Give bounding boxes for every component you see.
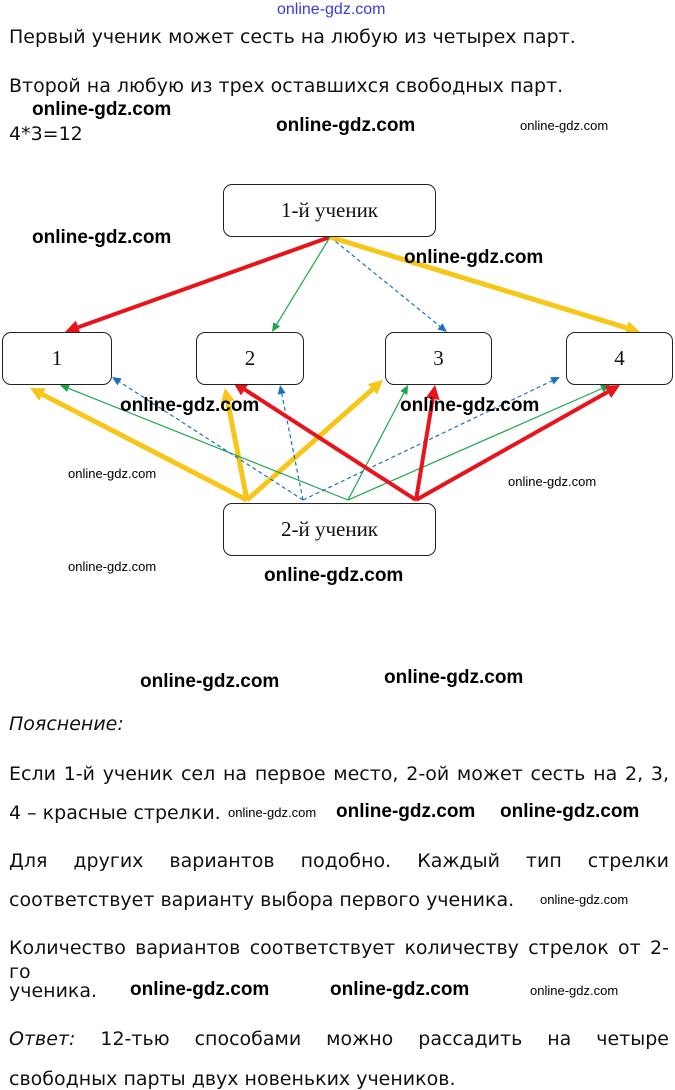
watermark: online-gdz.com bbox=[540, 892, 629, 907]
yellow-arrow-line bbox=[41, 392, 249, 503]
yellow-arrow-line bbox=[329, 234, 628, 331]
desk-3-node: 3 bbox=[385, 332, 492, 385]
blue-arrow-line bbox=[302, 380, 553, 501]
green-arrow-line bbox=[276, 236, 331, 325]
red-arrow-line bbox=[414, 398, 435, 501]
watermark: online-gdz.com bbox=[120, 395, 260, 416]
green-arrow-line bbox=[68, 387, 349, 501]
explanation-p2-line1: Для других вариантов подобно. Каждый тип… bbox=[9, 850, 669, 872]
watermark: online-gdz.com bbox=[130, 979, 270, 1000]
explanation-p3-line1: Количество вариантов соответствует колич… bbox=[9, 937, 669, 983]
watermark: online-gdz.com bbox=[404, 247, 544, 268]
watermark: online-gdz.com bbox=[264, 565, 404, 586]
blue-arrow-line bbox=[119, 381, 304, 501]
student-2-node: 2-й ученик bbox=[223, 503, 436, 556]
problem-line-1: Первый ученик может сесть на любую из че… bbox=[9, 26, 576, 48]
answer-label: Ответ: bbox=[9, 1028, 76, 1050]
red-arrow-line bbox=[77, 235, 331, 330]
red-arrow-line bbox=[243, 387, 418, 502]
explanation-p1-line2: 4 – красные стрелки. bbox=[9, 802, 221, 824]
watermark: online-gdz.com bbox=[400, 395, 540, 416]
green-arrowhead bbox=[400, 385, 408, 395]
red-arrowhead bbox=[65, 320, 81, 334]
desk-4-node: 4 bbox=[566, 332, 673, 385]
watermark: online-gdz.com bbox=[530, 983, 619, 998]
answer-text: 12-тью способами можно рассадить на четы… bbox=[100, 1028, 669, 1050]
student-1-node: 1-й ученик bbox=[223, 184, 436, 237]
watermark: online-gdz.com bbox=[228, 805, 317, 820]
explanation-p2-line2: соответствует варианту выбора первого уч… bbox=[9, 889, 515, 911]
blue-arrow-line bbox=[281, 393, 304, 501]
answer-line-2: свободных парты двух новеньких учеников. bbox=[9, 1068, 456, 1090]
blue-arrowhead bbox=[550, 377, 560, 385]
desk-2-node: 2 bbox=[196, 332, 304, 385]
green-arrowhead bbox=[60, 384, 70, 393]
red-arrow-line bbox=[415, 390, 609, 502]
yellow-arrowhead bbox=[220, 388, 235, 404]
yellow-arrow-line bbox=[245, 387, 375, 502]
yellow-arrowhead bbox=[624, 321, 640, 335]
watermark: online-gdz.com bbox=[68, 466, 157, 481]
desk-1-node: 1 bbox=[2, 332, 112, 385]
arrow-diagram bbox=[30, 234, 640, 503]
header-watermark: online-gdz.com bbox=[277, 1, 386, 18]
red-arrowhead bbox=[604, 385, 620, 398]
answer-line-1: Ответ: 12-тью способами можно рассадить … bbox=[9, 1027, 669, 1051]
explanation-p3-line2: ученика. bbox=[9, 980, 98, 1002]
watermark: online-gdz.com bbox=[276, 115, 416, 136]
watermark: online-gdz.com bbox=[330, 979, 470, 1000]
watermark: online-gdz.com bbox=[140, 671, 280, 692]
yellow-arrow-line bbox=[225, 401, 250, 501]
watermark: online-gdz.com bbox=[68, 559, 157, 574]
watermark: online-gdz.com bbox=[336, 801, 476, 822]
red-arrowhead bbox=[425, 385, 440, 400]
yellow-arrowhead bbox=[367, 380, 383, 395]
watermark: online-gdz.com bbox=[520, 118, 609, 133]
watermark: online-gdz.com bbox=[32, 99, 172, 120]
blue-arrow-line bbox=[329, 236, 441, 327]
yellow-arrowhead bbox=[30, 388, 46, 401]
explanation-heading: Пояснение: bbox=[9, 713, 124, 735]
explanation-p1-line1: Если 1-й ученик сел на первое место, 2-о… bbox=[9, 763, 669, 785]
blue-arrowhead bbox=[277, 385, 286, 395]
red-arrowhead bbox=[233, 382, 249, 396]
formula: 4*3=12 bbox=[9, 123, 83, 145]
watermark: online-gdz.com bbox=[508, 474, 597, 489]
watermark: online-gdz.com bbox=[32, 227, 172, 248]
blue-arrowhead bbox=[437, 323, 447, 332]
watermark: online-gdz.com bbox=[500, 801, 640, 822]
green-arrow-line bbox=[347, 392, 405, 501]
blue-arrowhead bbox=[112, 377, 122, 386]
watermark: online-gdz.com bbox=[384, 667, 524, 688]
green-arrowhead bbox=[272, 322, 281, 332]
problem-line-2: Второй на любую из трех оставшихся свобо… bbox=[9, 75, 564, 97]
